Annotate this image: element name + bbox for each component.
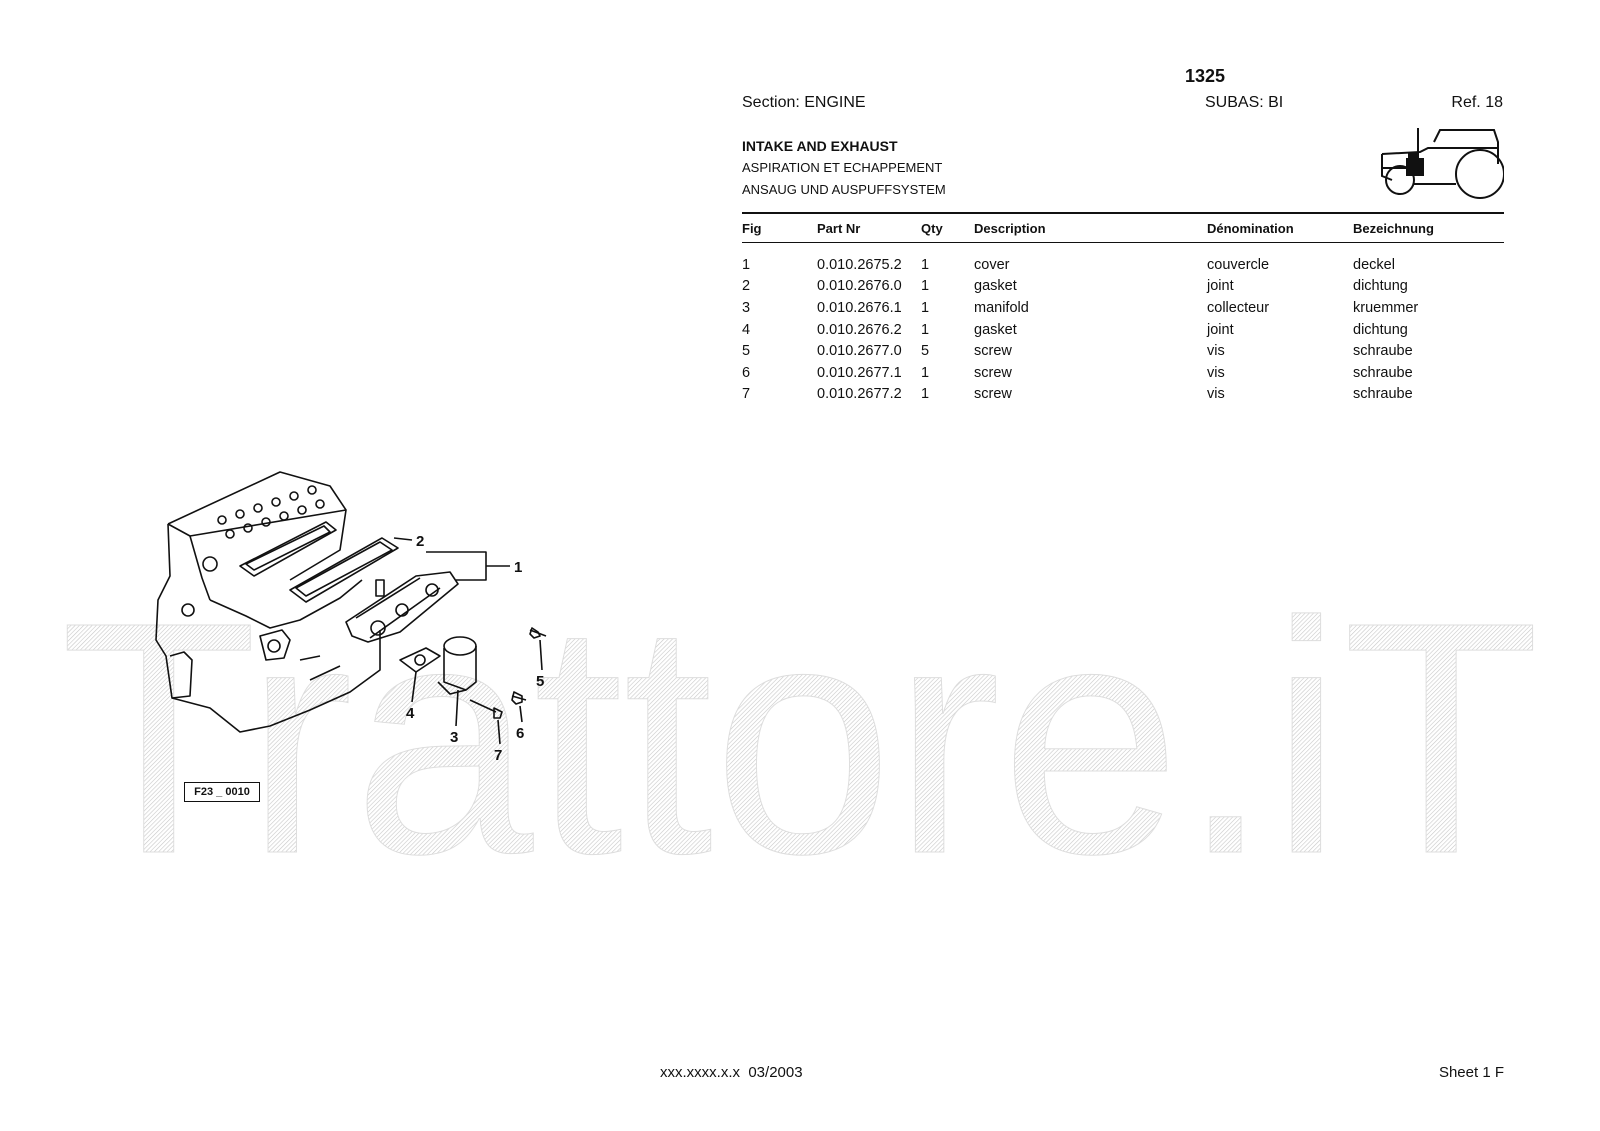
cell-fig: 2 xyxy=(742,278,751,295)
cell-denomination: vis xyxy=(1207,386,1225,403)
cell-qty: 1 xyxy=(921,364,930,381)
model-number: 1325 xyxy=(1184,66,1226,86)
ref-label: Ref. 18 xyxy=(1451,94,1503,111)
cell-part-nr: 0.010.2676.2 xyxy=(817,321,902,338)
column-header-bezeichnung: Bezeichnung xyxy=(1353,220,1434,236)
table-row: 4 0.010.2676.2 1 gasket joint dichtung xyxy=(742,319,1504,341)
cell-bezeichnung: kruemmer xyxy=(1353,299,1419,316)
cell-description: screw xyxy=(974,343,1012,360)
table-row: 3 0.010.2676.1 1 manifold collecteur kru… xyxy=(742,297,1504,319)
tractor-icon xyxy=(1381,128,1504,199)
cell-description: manifold xyxy=(974,299,1029,316)
table-row: 5 0.010.2677.0 5 screw vis schraube xyxy=(742,340,1504,362)
cell-qty: 1 xyxy=(921,386,930,403)
watermark-text: Trattore.iT xyxy=(60,590,1540,890)
callout-3: 3 xyxy=(450,729,458,746)
table-top-rule xyxy=(742,212,1504,214)
parts-table: Fig Part Nr Qty Description Dénomination… xyxy=(742,216,1504,405)
cell-part-nr: 0.010.2677.2 xyxy=(817,386,902,403)
cell-part-nr: 0.010.2676.1 xyxy=(817,299,902,316)
cell-description: screw xyxy=(974,386,1012,403)
table-row: 6 0.010.2677.1 1 screw vis schraube xyxy=(742,362,1504,384)
column-header-denomination: Dénomination xyxy=(1207,220,1294,236)
figure-code: F23 _ 0010 xyxy=(184,782,260,802)
cell-qty: 1 xyxy=(921,256,930,273)
cell-bezeichnung: dichtung xyxy=(1353,321,1408,338)
cell-denomination: vis xyxy=(1207,343,1225,360)
table-row: 1 0.010.2675.2 1 cover couvercle deckel xyxy=(742,254,1504,276)
cell-fig: 7 xyxy=(742,386,751,403)
cell-denomination: collecteur xyxy=(1207,299,1270,316)
cell-part-nr: 0.010.2677.1 xyxy=(817,364,902,381)
cell-qty: 1 xyxy=(921,299,930,316)
cell-bezeichnung: dichtung xyxy=(1353,278,1408,295)
cell-description: gasket xyxy=(974,278,1017,295)
cell-qty: 5 xyxy=(921,343,930,360)
table-header-row: Fig Part Nr Qty Description Dénomination… xyxy=(742,216,1504,240)
cell-fig: 3 xyxy=(742,299,751,316)
cell-denomination: joint xyxy=(1207,278,1234,295)
engine-exploded-drawing: 1 2 3 4 5 6 7 xyxy=(155,471,547,764)
callout-5: 5 xyxy=(536,673,544,690)
subas-label: SUBAS: BI xyxy=(1205,94,1284,111)
cell-part-nr: 0.010.2676.0 xyxy=(817,278,902,295)
title-english: INTAKE AND EXHAUST xyxy=(742,138,898,154)
cell-bezeichnung: deckel xyxy=(1353,256,1395,273)
table-row: 2 0.010.2676.0 1 gasket joint dichtung xyxy=(742,276,1504,298)
cell-qty: 1 xyxy=(921,278,930,295)
cell-fig: 6 xyxy=(742,364,751,381)
cell-bezeichnung: schraube xyxy=(1353,343,1413,360)
callout-1: 1 xyxy=(514,559,522,576)
column-header-fig: Fig xyxy=(742,220,762,236)
cell-fig: 5 xyxy=(742,343,751,360)
footer-sheet: Sheet 1 F xyxy=(1438,1064,1504,1081)
table-row: 7 0.010.2677.2 1 screw vis schraube xyxy=(742,384,1504,406)
watermark: Trattore.iT xyxy=(60,590,1541,890)
section-label: Section: ENGINE xyxy=(742,94,866,111)
table-header-rule xyxy=(742,242,1504,243)
cell-description: cover xyxy=(974,256,1010,273)
cell-fig: 1 xyxy=(742,256,751,273)
column-header-description: Description xyxy=(974,220,1046,236)
cell-bezeichnung: schraube xyxy=(1353,364,1413,381)
cell-denomination: vis xyxy=(1207,364,1225,381)
callout-6: 6 xyxy=(516,725,524,742)
column-header-part-nr: Part Nr xyxy=(817,220,861,236)
cell-denomination: couvercle xyxy=(1207,256,1270,273)
title-german: ANSAUG UND AUSPUFFSYSTEM xyxy=(742,182,946,197)
cell-part-nr: 0.010.2675.2 xyxy=(817,256,902,273)
cell-bezeichnung: schraube xyxy=(1353,386,1413,403)
cell-denomination: joint xyxy=(1207,321,1234,338)
cell-fig: 4 xyxy=(742,321,751,338)
cell-qty: 1 xyxy=(921,321,930,338)
cell-description: gasket xyxy=(974,321,1017,338)
cell-description: screw xyxy=(974,364,1012,381)
callout-7: 7 xyxy=(494,747,502,764)
callout-2: 2 xyxy=(416,533,424,550)
footer-code: xxx.xxxx.x.x 03/2003 xyxy=(660,1064,803,1081)
callout-4: 4 xyxy=(406,705,415,722)
column-header-qty: Qty xyxy=(921,220,943,236)
title-french: ASPIRATION ET ECHAPPEMENT xyxy=(742,160,943,175)
cell-part-nr: 0.010.2677.0 xyxy=(817,343,902,360)
